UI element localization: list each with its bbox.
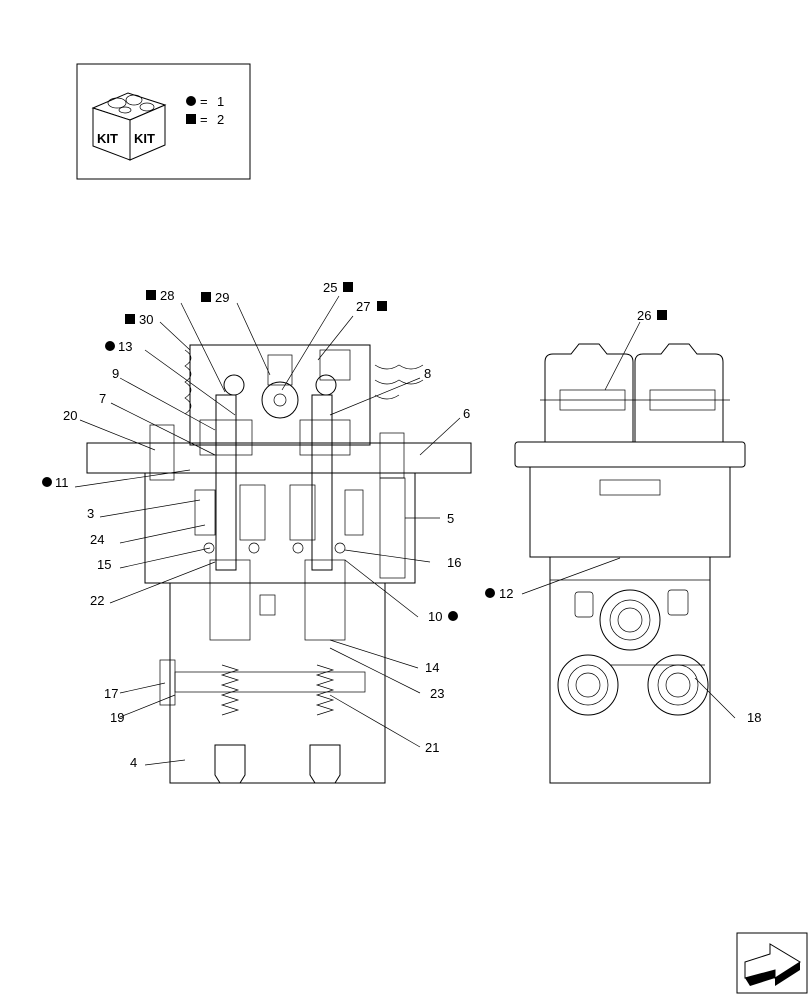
circle-marker-icon <box>448 611 458 621</box>
kit-box-icon: KIT KIT <box>91 92 167 161</box>
square-marker-icon <box>146 290 156 300</box>
square-marker-icon <box>125 314 135 324</box>
callout-18: 18 <box>747 710 761 725</box>
callout-7: 7 <box>99 391 106 406</box>
callout-24: 24 <box>90 532 104 547</box>
callout-9: 9 <box>112 366 119 381</box>
square-marker-icon <box>377 301 387 311</box>
callout-17: 17 <box>104 686 118 701</box>
kit-label-right: KIT <box>134 131 155 146</box>
circle-marker-icon <box>42 477 52 487</box>
square-marker-icon <box>657 310 667 320</box>
circle-marker-icon <box>485 588 495 598</box>
square-marker-icon <box>343 282 353 292</box>
callout-11: 11 <box>55 475 69 490</box>
callout-26: 26 <box>637 308 651 323</box>
callout-labels: 28 29 25 27 30 13 9 8 7 20 6 11 3 5 24 1… <box>42 280 761 770</box>
valve-exterior-view <box>514 343 746 784</box>
callout-19: 19 <box>110 710 124 725</box>
callout-22: 22 <box>90 593 104 608</box>
callout-30: 30 <box>139 312 153 327</box>
callout-25: 25 <box>323 280 337 295</box>
kit-legend: KIT KIT = 1 = 2 <box>76 63 251 180</box>
square-marker-icon <box>186 114 196 124</box>
callout-21: 21 <box>425 740 439 755</box>
callout-8: 8 <box>424 366 431 381</box>
callout-16: 16 <box>447 555 461 570</box>
callout-27: 27 <box>356 299 370 314</box>
callout-15: 15 <box>97 557 111 572</box>
legend-square-value: 2 <box>217 112 224 127</box>
kit-label-left: KIT <box>97 131 118 146</box>
callout-13: 13 <box>118 339 132 354</box>
circle-marker-icon <box>186 96 196 106</box>
callout-12: 12 <box>499 586 513 601</box>
callout-6: 6 <box>463 406 470 421</box>
next-page-arrow-icon[interactable] <box>736 932 808 994</box>
callout-14: 14 <box>425 660 439 675</box>
legend-equals-1: = <box>200 94 208 109</box>
valve-section-view <box>86 344 472 784</box>
callout-4: 4 <box>130 755 137 770</box>
callout-20: 20 <box>63 408 77 423</box>
callout-29: 29 <box>215 290 229 305</box>
callout-10: 10 <box>428 609 442 624</box>
callout-3: 3 <box>87 506 94 521</box>
callout-28: 28 <box>160 288 174 303</box>
leader-lines <box>74 295 736 766</box>
square-marker-icon <box>201 292 211 302</box>
legend-circle-value: 1 <box>217 94 224 109</box>
legend-equals-2: = <box>200 112 208 127</box>
callout-5: 5 <box>447 511 454 526</box>
callout-23: 23 <box>430 686 444 701</box>
circle-marker-icon <box>105 341 115 351</box>
